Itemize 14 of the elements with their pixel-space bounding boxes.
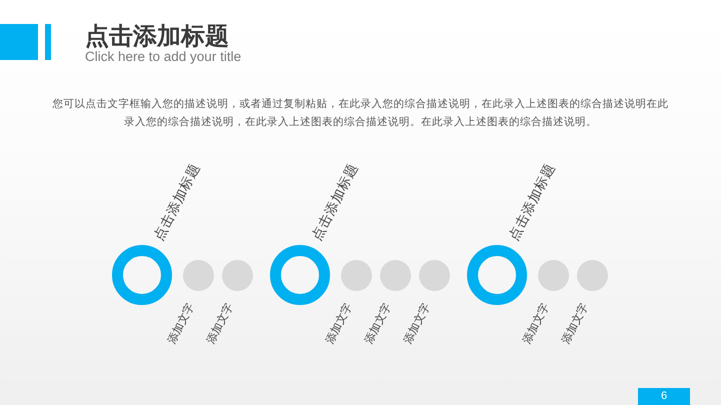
- slide-title: 点击添加标题: [85, 22, 229, 51]
- rotated-label: 添加文字: [167, 302, 197, 346]
- rotated-label: 添加文字: [522, 302, 552, 346]
- rotated-label: 添加文字: [561, 302, 591, 346]
- rotated-label: 添加文字: [325, 302, 355, 346]
- slide-subtitle: Click here to add your title: [85, 49, 242, 65]
- rotated-heading: 点击添加标题: [152, 162, 202, 242]
- rotated-heading: 点击添加标题: [310, 162, 360, 242]
- rotated-label: 添加文字: [206, 302, 236, 346]
- rotated-label: 添加文字: [403, 302, 433, 346]
- page-number: 6: [638, 388, 690, 405]
- rotated-heading: 点击添加标题: [506, 162, 558, 242]
- rotated-label: 添加文字: [364, 302, 394, 346]
- description-paragraph: 您可以点击文字框输入您的描述说明，或者通过复制粘贴，在此录入您的综合描述说明，在此录入上述图表的综合描述说明在此录入您的综合描述说明，在此录入上述图表的综合描述说明。在此录入上述图表的综合描述说明。: [52, 97, 670, 130]
